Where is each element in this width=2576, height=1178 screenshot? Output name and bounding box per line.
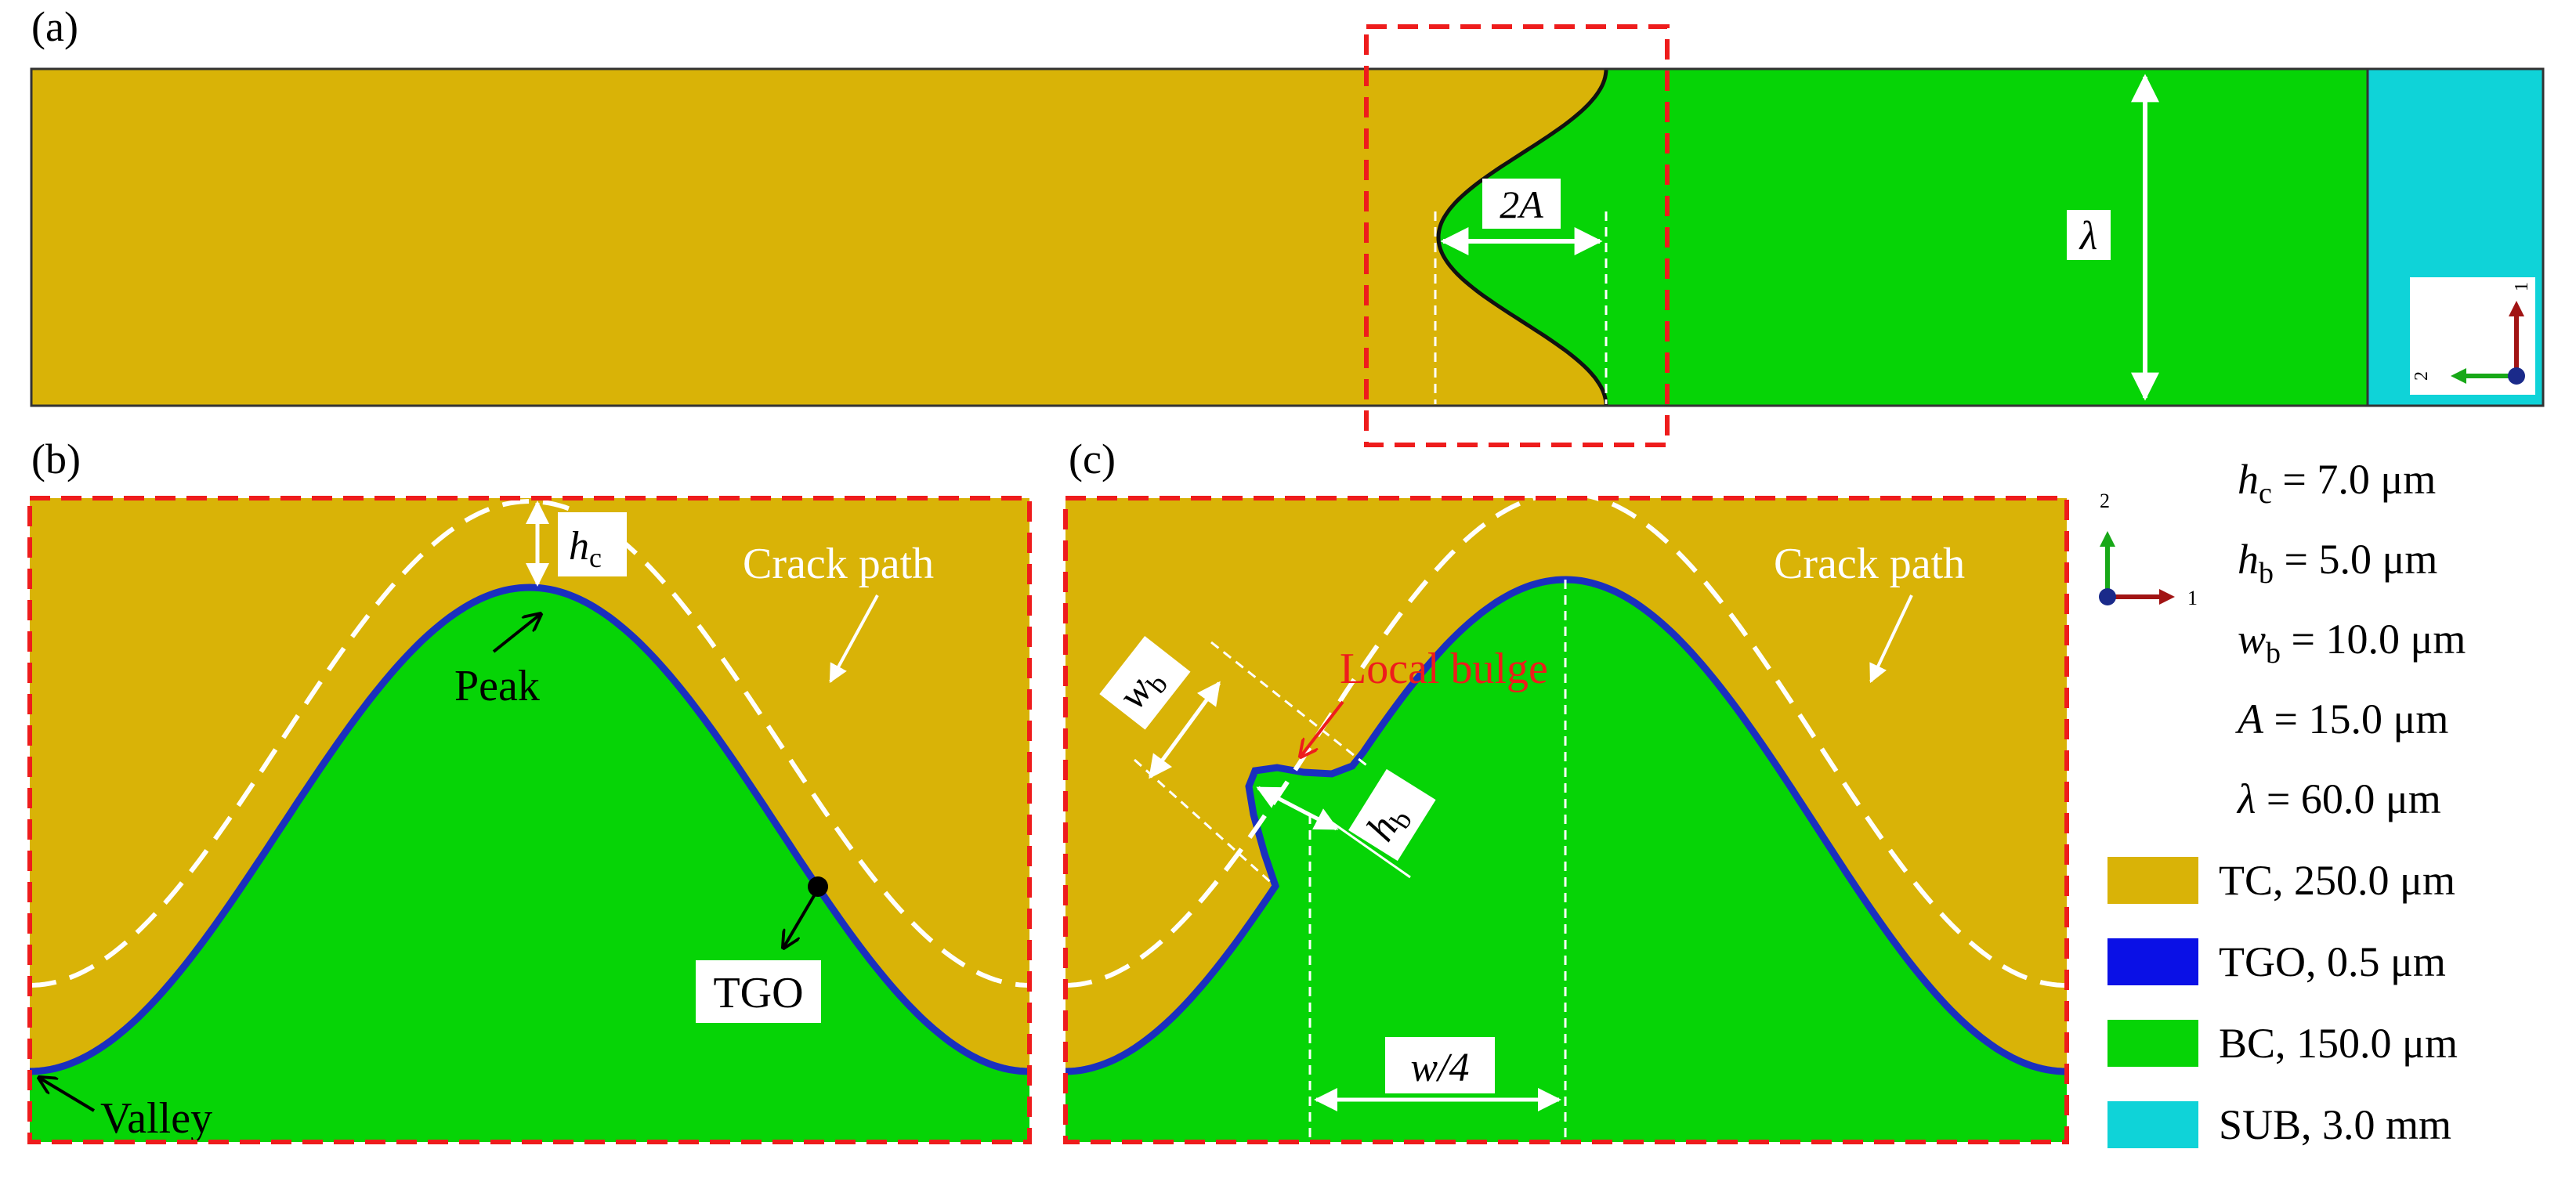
tgo-label: TGO [713,969,803,1017]
material-legend: TC, 250.0 μm TGO, 0.5 μm BC, 150.0 μm SUB, … [2107,857,2458,1148]
axis-c-label-1: 1 [2187,587,2198,609]
panel-a: (a) 2A λ 1 2 [30,3,2545,447]
w4-label: w/4 [1410,1046,1469,1090]
parameter-3: A = 15.0 μm [2235,696,2448,743]
axis-c-label-2: 2 [2100,490,2110,512]
panel-b: (b) hc Crack path Peak TGO Valley [27,435,1032,1144]
tc-region-a [31,69,1606,406]
wb-guide-top [1210,641,1370,769]
tgo-layer-b [30,584,1029,1075]
crack-path-label-b: Crack path [743,540,934,588]
legend-swatch-1 [2107,938,2198,985]
tgo-pointer [783,893,816,948]
panel-c-label: (c) [1069,435,1116,482]
bc-region-c [1065,580,2067,1142]
crack-path-pointer-b [829,594,879,684]
legend-swatch-0 [2107,857,2198,904]
legend-label-1: TGO, 0.5 μm [2219,938,2446,985]
legend-swatch-2 [2107,1020,2198,1067]
local-bulge-pointer [1301,700,1344,757]
crack-path-c [1065,498,2067,988]
parameter-1: hb = 5.0 μm [2238,536,2437,590]
panel-b-label: (b) [31,435,81,482]
hc-label-box [558,512,627,576]
parameter-4: λ = 60.0 μm [2236,775,2441,822]
axis-triad-a: 1 2 [2410,277,2535,395]
lambda-label-box [2067,210,2111,260]
2a-label: 2A [1500,182,1543,226]
tgo-label-box [696,960,821,1023]
axis-a-label-2: 2 [2411,371,2432,381]
2a-label-box [1482,179,1561,229]
axis-a-label-1: 1 [2512,282,2532,291]
legend-label-0: TC, 250.0 μm [2219,857,2455,904]
w4-label-box [1385,1037,1495,1093]
parameter-0: hc = 7.0 μm [2238,456,2436,510]
parameter-2: wb = 10.0 μm [2238,616,2466,670]
hc-label: hc [569,524,602,573]
local-bulge-label: Local bulge [1340,645,1548,693]
panel-c-border [1063,496,2069,1144]
wb-label-box [1099,636,1191,730]
legend-swatch-3 [2107,1101,2198,1148]
parameter-list: hc = 7.0 μm hb = 5.0 μm wb = 10.0 μm A = 15… [2235,456,2466,822]
lambda-label: λ [2079,214,2098,258]
hb-label-box [1348,768,1436,862]
legend-label-3: SUB, 3.0 mm [2219,1101,2451,1148]
panel-a-label: (a) [31,3,78,50]
legend-label-2: BC, 150.0 μm [2219,1020,2458,1067]
valley-label: Valley [100,1094,212,1143]
hb-tick [1331,821,1411,879]
crack-path-pointer-c [1869,594,1913,684]
panel-a-border [30,67,2545,407]
tgo-layer-c [1065,576,2067,1075]
wb-arrow [1148,681,1221,779]
crack-path-label-c: Crack path [1774,540,1965,588]
axis-triad-c: 2 1 [2099,490,2198,609]
peak-pointer [492,614,541,653]
panel-b-border [27,496,1032,1144]
peak-label: Peak [454,662,540,710]
valley-pointer [39,1078,96,1112]
panel-c: (c) Crack path Local bulge wb hb [1063,435,2069,1144]
tgo-marker [808,876,828,897]
crack-path-b [30,498,1029,988]
hb-arrow [1256,786,1339,831]
interface-a [1436,68,1608,407]
crop-box-a [1364,24,1670,447]
